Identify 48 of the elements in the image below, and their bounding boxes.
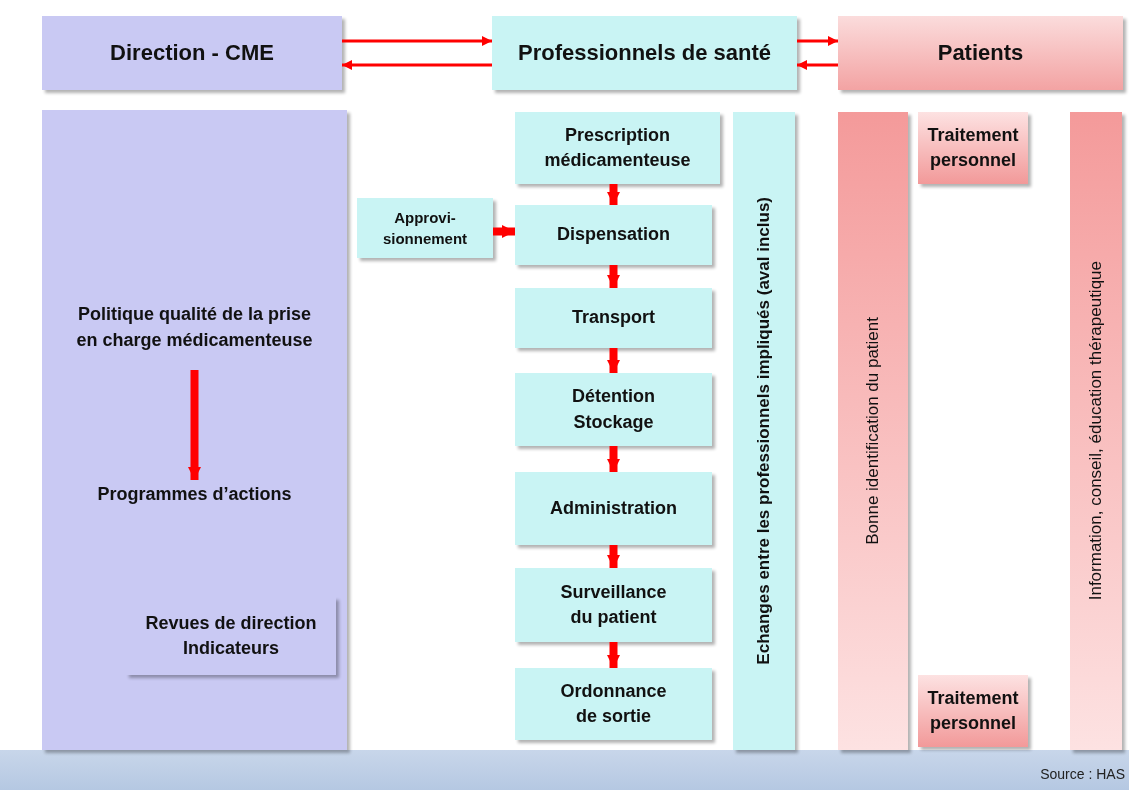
box-text: Traitement personnel <box>926 686 1020 735</box>
arrow <box>342 60 492 70</box>
header-box <box>838 16 1123 90</box>
process-box <box>515 472 712 545</box>
box-text: Dispensation <box>557 223 670 247</box>
vertical-band <box>1070 112 1122 750</box>
process-box <box>918 112 1028 184</box>
panel <box>42 110 347 750</box>
header-box <box>42 16 342 90</box>
process-box <box>515 205 712 265</box>
arrow <box>607 265 620 288</box>
process-box <box>515 568 712 642</box>
vertical-band <box>838 112 908 750</box>
process-box <box>515 112 720 184</box>
process-box <box>515 288 712 348</box>
arrow <box>607 446 620 472</box>
box-text: Professionnels de santé <box>517 38 772 67</box>
programme-text: Programmes d’actions <box>97 483 292 507</box>
vertical-band <box>733 112 795 750</box>
box-text: Revues de direction Indicateurs <box>144 611 318 660</box>
arrow <box>797 60 838 70</box>
box-text: Détention Stockage <box>571 385 656 434</box>
source-note: Source : HAS <box>1040 766 1125 782</box>
policy-text: Politique qualité de la prise en charge médicamenteuse <box>75 303 314 352</box>
box-text: Transport <box>572 306 655 330</box>
arrow <box>607 545 620 568</box>
process-box <box>515 373 712 446</box>
header-box <box>492 16 797 90</box>
arrow <box>493 225 515 238</box>
box-text: Surveillance du patient <box>559 580 668 629</box>
process-box <box>918 675 1028 747</box>
arrow <box>607 348 620 373</box>
process-box <box>357 198 493 258</box>
process-box <box>515 668 712 740</box>
arrow <box>607 184 620 205</box>
box-text: Prescription médicamenteuse <box>543 123 692 172</box>
box-text: Direction - CME <box>110 38 274 67</box>
arrow <box>797 36 838 46</box>
band-text: Echanges entre les professionnels impliqués (aval inclus) <box>753 197 775 665</box>
arrow <box>342 36 492 46</box>
box-text: Approvi- sionnement <box>381 208 469 249</box>
box-text: Administration <box>550 496 677 520</box>
band-text: Bonne identification du patient <box>862 317 884 545</box>
band-text: Information, conseil, éducation thérapeutique <box>1085 261 1107 601</box>
box-text: Ordonnance de sortie <box>559 679 668 728</box>
box-text: Patients <box>937 38 1024 67</box>
box-text: Traitement personnel <box>926 123 1020 172</box>
arrow <box>607 642 620 668</box>
